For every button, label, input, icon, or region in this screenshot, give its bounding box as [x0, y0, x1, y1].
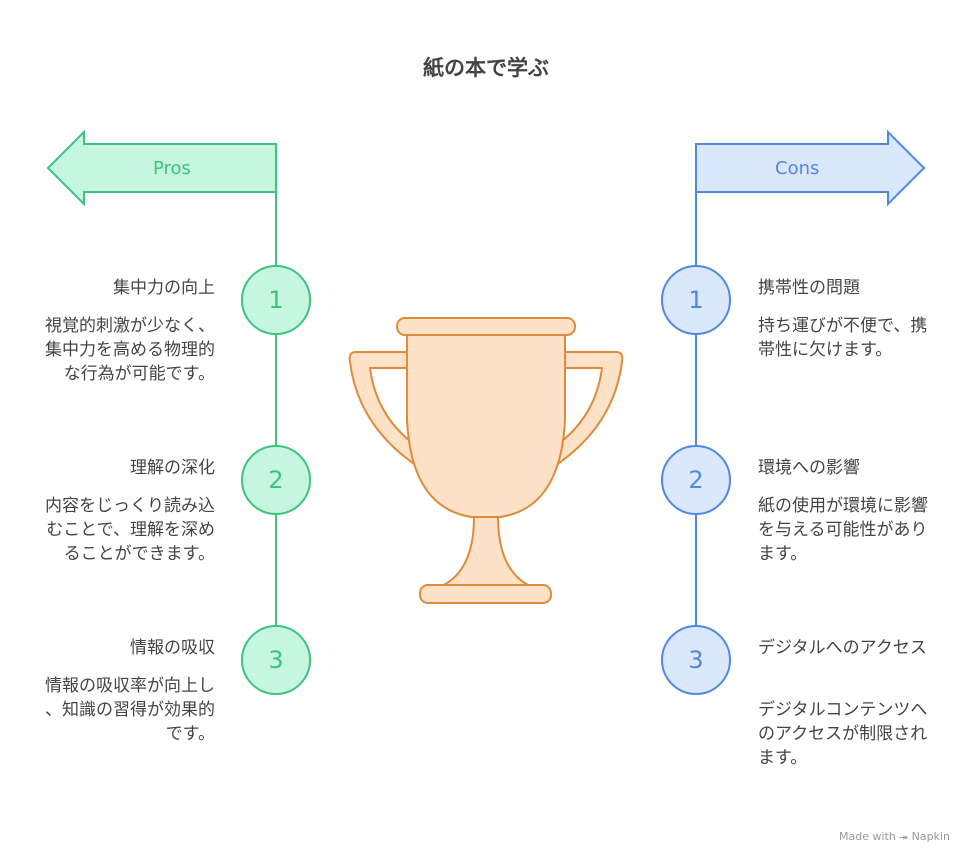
cons-arrow	[695, 129, 926, 207]
cons-step-1-heading: 携帯性の問題	[758, 278, 860, 298]
cons-step-3-badge: 3	[661, 625, 731, 695]
page-title: 紙の本で学ぶ	[423, 56, 549, 80]
cons-step-3-heading: デジタルへのアクセス	[758, 638, 927, 658]
trophy-icon	[348, 317, 624, 604]
cons-step-1-badge: 1	[661, 265, 731, 335]
cons-step-2-heading: 環境への影響	[758, 458, 860, 478]
pros-step-1-badge: 1	[241, 265, 311, 335]
cons-step-2-description: 紙の使用が環境に影響を与える可能性があります。	[758, 496, 928, 564]
pros-step-2-badge: 2	[241, 445, 311, 515]
pros-label: Pros	[153, 158, 191, 179]
cons-step-3-description: デジタルコンテンツへのアクセスが制限されます。	[758, 700, 928, 768]
cons-label: Cons	[775, 158, 820, 179]
pros-step-2-description: 内容をじっくり読み込むことで、理解を深めることができます。	[45, 496, 215, 564]
napkin-watermark: Made with ⯮ Napkin	[839, 830, 950, 843]
pros-step-3-heading: 情報の吸収	[130, 638, 215, 658]
pros-step-3-description: 情報の吸収率が向上し、知識の習得が効果的です。	[45, 676, 215, 744]
pros-step-3-badge: 3	[241, 625, 311, 695]
cons-step-1-description: 持ち運びが不便で、携帯性に欠けます。	[758, 316, 928, 360]
cons-step-2-badge: 2	[661, 445, 731, 515]
pros-step-1-heading: 集中力の向上	[113, 278, 215, 298]
pros-arrow	[46, 129, 277, 207]
pros-step-1-description: 視覚的刺激が少なく、集中力を高める物理的な行為が可能です。	[45, 316, 215, 384]
pros-step-2-heading: 理解の深化	[130, 458, 215, 478]
